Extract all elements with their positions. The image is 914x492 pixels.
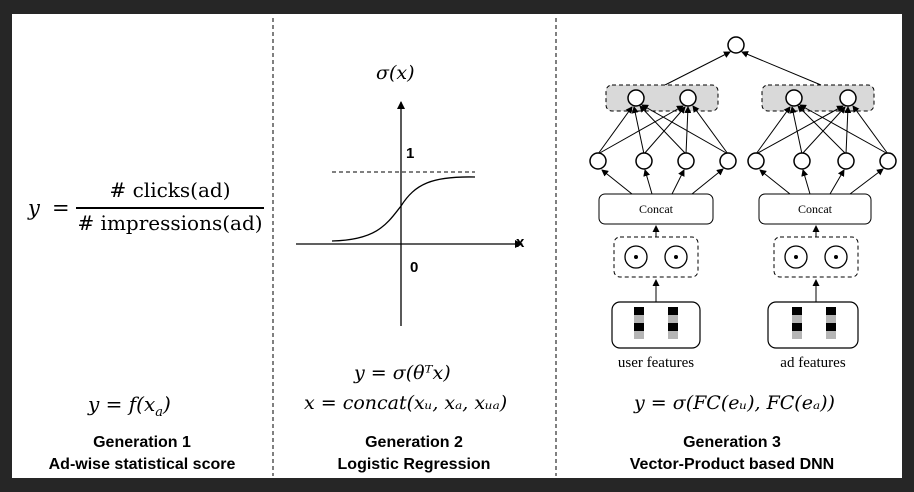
left-hidden1-node-3 xyxy=(677,152,695,170)
left-hidden2-node-1 xyxy=(627,89,645,107)
right-concat-label: Concat xyxy=(798,202,832,216)
right-hidden1-node-4 xyxy=(879,152,897,170)
sigmoid-tick-one: 1 xyxy=(406,145,415,162)
right-concat-box xyxy=(758,193,872,225)
left-shaded-layer xyxy=(605,84,719,112)
left-dot-product-1-dot xyxy=(634,255,638,259)
sigmoid-y-label: σ(x) xyxy=(376,62,415,84)
output-node xyxy=(727,36,745,54)
gen3-equation: y = σ(FC(eᵤ), FC(eₐ)) xyxy=(634,392,835,414)
right-hidden1-node-2 xyxy=(793,152,811,170)
edge-left-to-output xyxy=(664,51,731,86)
gen1-subtitle: Ad-wise statistical score xyxy=(48,456,236,473)
sigmoid-curve xyxy=(331,176,476,242)
right-dot-product-2-dot xyxy=(834,255,838,259)
left-concat-box xyxy=(598,193,714,225)
gen1-denominator: # impressions(ad) xyxy=(77,211,263,235)
gen2-equation-1: y = σ(θᵀx) xyxy=(354,362,451,384)
gen3-title: Generation 3 xyxy=(683,434,781,451)
left-hidden1-node-2 xyxy=(635,152,653,170)
left-hidden1-edges xyxy=(597,104,729,155)
gen2-subtitle: Logistic Regression xyxy=(337,456,491,473)
right-hidden2-node-2 xyxy=(839,89,857,107)
left-hidden2-node-2 xyxy=(679,89,697,107)
gen1-equals: = xyxy=(52,196,70,220)
right-hidden1-node-1 xyxy=(747,152,765,170)
sigmoid-x-label: x xyxy=(516,234,525,251)
gen2-title: Generation 2 xyxy=(365,434,463,451)
figure-frame: y = # clicks(ad) # impressions(ad) y = f… xyxy=(12,14,902,478)
gen1-y: y xyxy=(28,196,40,220)
user-feature-columns xyxy=(634,307,678,339)
user-features-label: user features xyxy=(617,355,695,371)
left-hidden1-node-4 xyxy=(719,152,737,170)
left-concat-edges xyxy=(601,168,724,195)
edge-right-to-output xyxy=(741,51,822,86)
left-concat-label: Concat xyxy=(639,202,673,216)
separators xyxy=(272,18,557,476)
gen3-subtitle: Vector-Product based DNN xyxy=(629,456,835,473)
gen1-numerator: # clicks(ad) xyxy=(109,178,231,202)
right-hidden1-edges xyxy=(755,104,889,155)
gen2-equation-2: x = concat(xᵤ, xₐ, xᵤₐ) xyxy=(304,392,508,414)
gen1-function: y = f(xa) xyxy=(88,392,171,420)
gen1-title: Generation 1 xyxy=(93,434,191,451)
user-feature-box xyxy=(611,301,701,349)
ad-features-label: ad features xyxy=(780,355,846,371)
right-hidden1-node-3 xyxy=(837,152,855,170)
gen1-function-close: ) xyxy=(163,392,171,416)
sigmoid-tick-zero: 0 xyxy=(410,259,419,276)
ad-feature-columns xyxy=(792,307,836,339)
gen1-function-sub: a xyxy=(155,405,164,420)
right-hidden2-node-1 xyxy=(785,89,803,107)
sigmoid-plot xyxy=(296,101,523,326)
right-concat-edges xyxy=(759,168,884,195)
left-hidden1-node-1 xyxy=(589,152,607,170)
gen1-function-text: y = f(x xyxy=(88,392,156,416)
dnn-diagram xyxy=(589,36,897,349)
right-dot-product-1-dot xyxy=(794,255,798,259)
left-dot-product-2-dot xyxy=(674,255,678,259)
gen1-fraction-bar xyxy=(76,207,264,209)
ad-feature-box xyxy=(767,301,859,349)
right-shaded-layer xyxy=(761,84,875,112)
